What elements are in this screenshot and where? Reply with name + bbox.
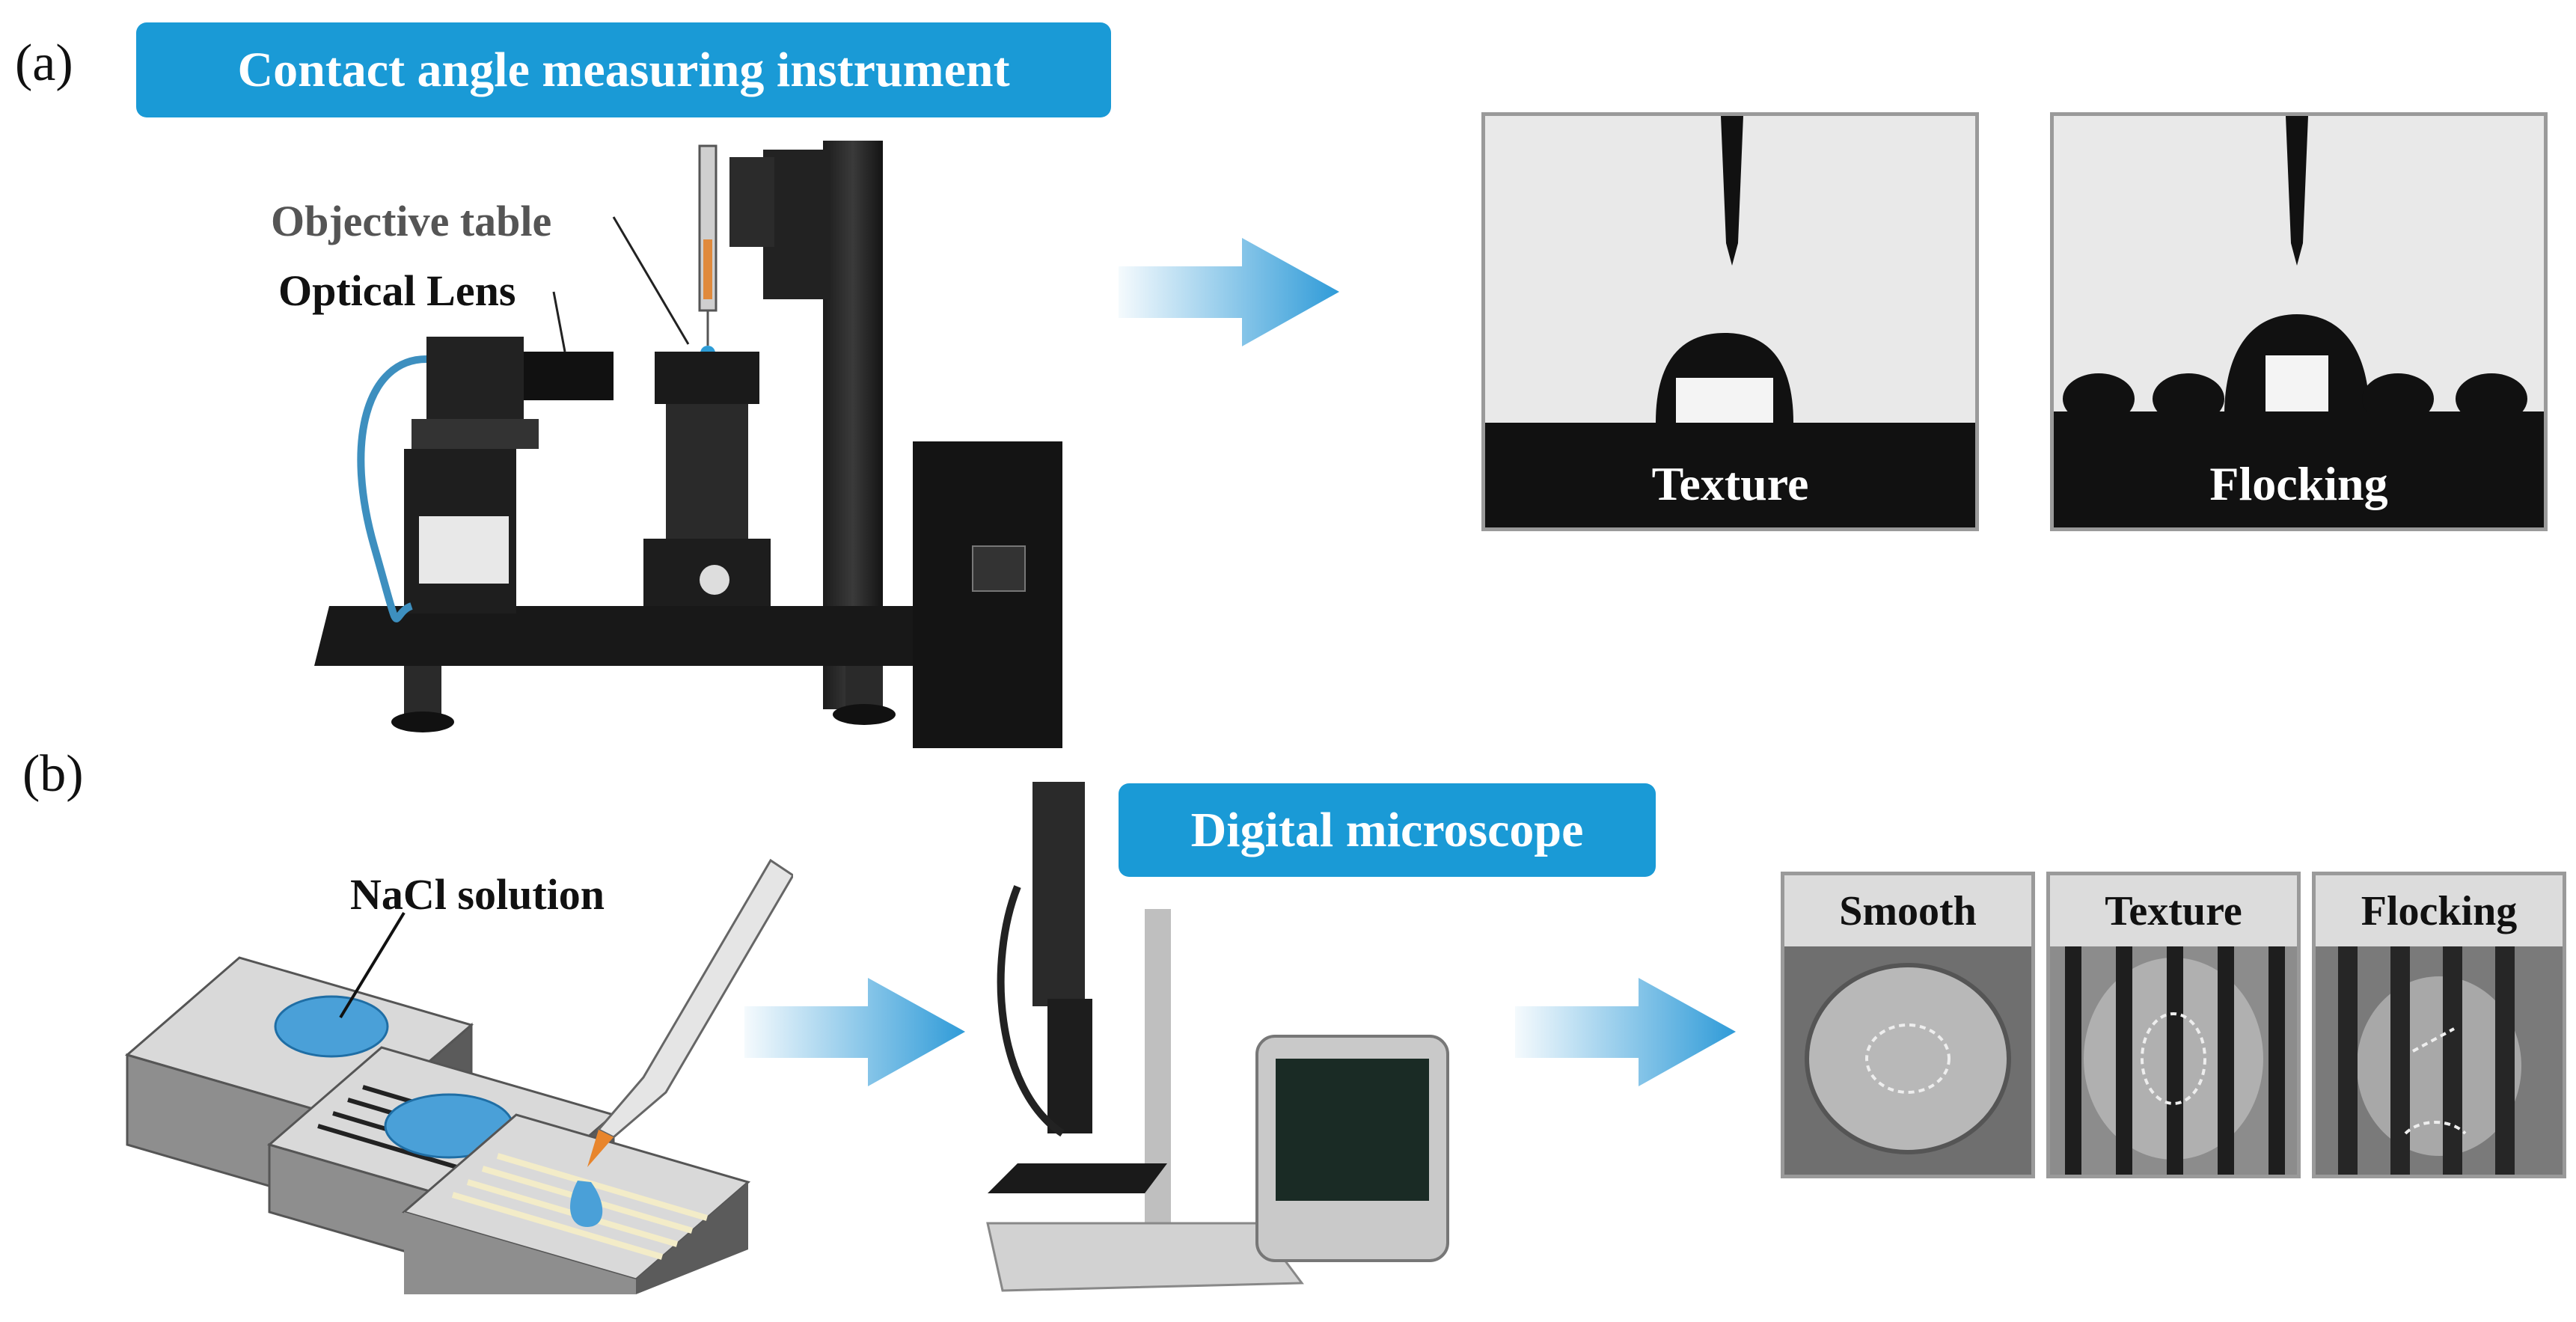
optical-lens-label: Optical Lens bbox=[278, 266, 516, 315]
nacl-droplet-smooth bbox=[274, 995, 389, 1058]
thumb-label-smooth: Smooth bbox=[1784, 875, 2031, 946]
nacl-drop-falling bbox=[570, 1181, 603, 1227]
arrow-b1 bbox=[744, 978, 965, 1086]
result-label-texture: Texture bbox=[1651, 457, 1809, 510]
thumb-smooth: Smooth bbox=[1781, 872, 2035, 1178]
microscope-stage bbox=[988, 1163, 1167, 1193]
microscope-base bbox=[986, 1222, 1304, 1292]
contact-angle-banner: Contact angle measuring instrument bbox=[136, 22, 1111, 117]
objective-table bbox=[655, 352, 759, 404]
texture-substrate bbox=[1485, 423, 1975, 527]
contact-angle-instrument-illustration bbox=[314, 141, 1062, 748]
thumb-texture: Texture bbox=[2046, 872, 2301, 1178]
nacl-leader bbox=[339, 911, 406, 1019]
needle bbox=[1721, 116, 1743, 266]
sample-blocks-illustration bbox=[124, 858, 793, 1294]
control-box bbox=[913, 441, 1062, 748]
panel-a-letter: (a) bbox=[15, 34, 73, 92]
digital-microscope-banner: Digital microscope bbox=[1119, 783, 1656, 877]
flocking-substrate bbox=[2054, 411, 2544, 527]
camera-body bbox=[426, 337, 524, 419]
microscope-head bbox=[1032, 782, 1085, 1006]
optical-lens bbox=[524, 352, 614, 400]
digital-microscope-illustration bbox=[986, 782, 1449, 1292]
arrow-a bbox=[1119, 238, 1339, 346]
result-frame-texture: Texture bbox=[1481, 112, 1979, 531]
blue-cable bbox=[357, 355, 427, 622]
optical-lens-leader bbox=[552, 291, 566, 352]
objective-table-leader bbox=[612, 216, 690, 345]
objective-table-label: Objective table bbox=[271, 197, 552, 245]
panel-b-letter: (b) bbox=[22, 745, 84, 803]
result-label-flocking: Flocking bbox=[2209, 457, 2388, 510]
thumb-label-flocking: Flocking bbox=[2316, 875, 2563, 946]
arrow-b2 bbox=[1515, 978, 1736, 1086]
instrument-base bbox=[314, 606, 973, 666]
thumb-label-texture: Texture bbox=[2050, 875, 2297, 946]
nacl-solution-label: NaCl solution bbox=[350, 870, 605, 919]
result-frame-flocking: Flocking bbox=[2050, 112, 2548, 531]
thumb-flocking: Flocking bbox=[2312, 872, 2566, 1178]
